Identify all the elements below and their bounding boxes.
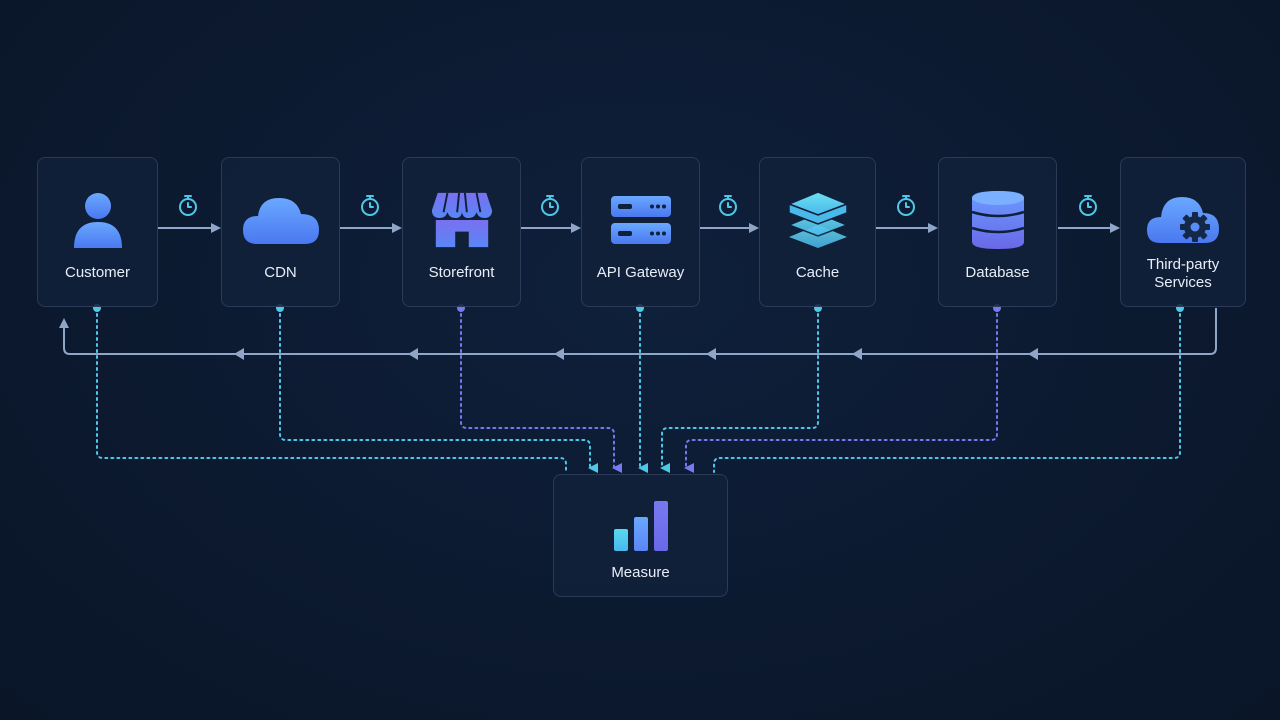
- stopwatch-icon: [1079, 195, 1097, 216]
- stopwatch-icon: [897, 195, 915, 216]
- node-label-line2: Services: [1154, 274, 1212, 291]
- stopwatch-icon: [541, 195, 559, 216]
- node-cache[interactable]: Cache: [759, 157, 876, 307]
- node-database[interactable]: Database: [938, 157, 1057, 307]
- measure-line-cache: [660, 307, 819, 473]
- cloud-gear-icon: [1143, 188, 1223, 252]
- node-storefront[interactable]: Storefront: [402, 157, 521, 307]
- node-label: CDN: [264, 264, 297, 281]
- return-path-chevrons: [234, 348, 1038, 360]
- node-label: Customer: [64, 264, 131, 281]
- measure-line-storefront: [460, 307, 622, 473]
- user-icon: [66, 188, 130, 252]
- return-path: [59, 308, 1217, 355]
- node-api-gateway[interactable]: API Gateway: [581, 157, 700, 307]
- stopwatch-icon: [179, 195, 197, 216]
- measure-line-database: [684, 307, 998, 473]
- node-label-line1: Third-party: [1146, 256, 1220, 273]
- node-cdn[interactable]: CDN: [221, 157, 340, 307]
- node-label: Cache: [795, 264, 840, 281]
- layers-icon: [786, 188, 850, 252]
- stopwatch-icon: [719, 195, 737, 216]
- measure-line-customer: [96, 307, 567, 473]
- node-label: Database: [965, 264, 1030, 281]
- node-customer[interactable]: Customer: [37, 157, 158, 307]
- stopwatch-icon: [361, 195, 379, 216]
- node-third-party-services[interactable]: Third-party Services: [1120, 157, 1246, 307]
- node-measure[interactable]: Measure: [553, 474, 728, 597]
- server-icon: [609, 188, 673, 252]
- cloud-icon: [239, 188, 323, 252]
- measure-line-thirdparty: [713, 307, 1181, 473]
- database-icon: [966, 188, 1030, 252]
- node-label: API Gateway: [596, 264, 685, 281]
- node-label: Storefront: [428, 264, 495, 281]
- measure-line-cdn: [279, 307, 598, 473]
- bar-chart-icon: [611, 497, 671, 553]
- storefront-icon: [430, 188, 494, 252]
- node-label: Measure: [611, 564, 670, 581]
